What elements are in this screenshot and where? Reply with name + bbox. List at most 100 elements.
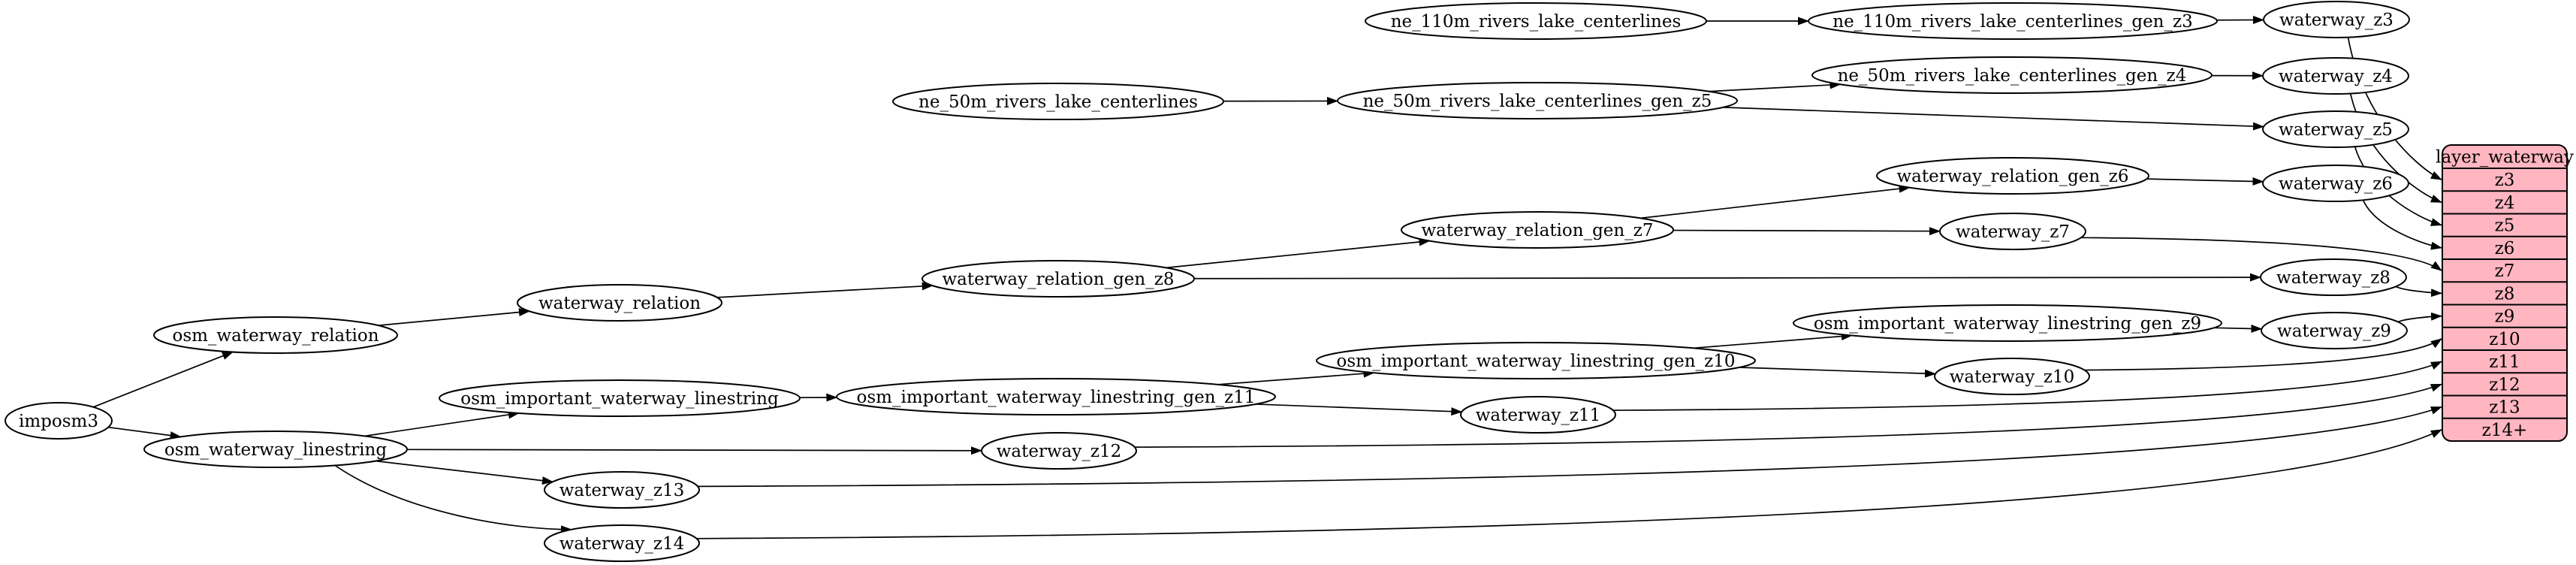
edge-waterway_relation_gen_z7-to-waterway_relation_gen_z6 — [1640, 184, 1911, 219]
table-row-z8: z8 — [2495, 284, 2515, 304]
node-label-waterway_z12: waterway_z12 — [997, 442, 1122, 461]
node-ellipse-ne_50m_rivers_lake_centerlines — [892, 83, 1224, 120]
node-ellipse-osm_important_waterway_linestring_gen_z9 — [1793, 304, 2222, 342]
node-label-ne_110m_rivers_lake_centerlines: ne_110m_rivers_lake_centerlines — [1391, 12, 1682, 32]
node-label-waterway_z8: waterway_z8 — [2276, 268, 2390, 288]
edge-waterway_relation_gen_z8-to-waterway_z8 — [1193, 273, 2261, 282]
node-ellipse-waterway_z3 — [2263, 1, 2410, 38]
node-ellipse-waterway_z11 — [1460, 396, 1616, 434]
edge-imposm3-to-osm_waterway_relation — [92, 351, 234, 408]
node-label-osm_waterway_linestring: osm_waterway_linestring — [164, 440, 387, 460]
node-label-waterway_z13: waterway_z13 — [560, 481, 685, 500]
edge-osm_waterway_linestring-to-waterway_z12 — [406, 446, 982, 455]
node-label-waterway_z9: waterway_z9 — [2277, 322, 2391, 341]
edge-waterway_z11-to-layer_waterway-z11 — [1612, 361, 2442, 411]
node-label-waterway_relation_gen_z6: waterway_relation_gen_z6 — [1897, 167, 2129, 186]
graph-node-ne_50m_rivers_lake_centerlines_gen_z5: ne_50m_rivers_lake_centerlines_gen_z5 — [1337, 82, 1738, 119]
graph-node-osm_important_waterway_linestring_gen_z10: osm_important_waterway_linestring_gen_z1… — [1316, 342, 1756, 379]
graph-node-waterway_z9: waterway_z9 — [2261, 312, 2408, 349]
node-ellipse-ne_110m_rivers_lake_centerlines — [1365, 2, 1707, 40]
node-ellipse-waterway_relation_gen_z6 — [1876, 157, 2149, 195]
edge-waterway_relation-to-waterway_relation_gen_z8 — [716, 282, 934, 298]
graph-node-waterway_z3: waterway_z3 — [2263, 1, 2410, 38]
node-ellipse-osm_waterway_relation — [153, 316, 398, 354]
edge-osm_important_waterway_linestring_gen_z11-to-waterway_z11 — [1255, 403, 1463, 416]
edge-osm_waterway_linestring-to-waterway_z13 — [375, 460, 554, 485]
table-title: layer_waterway — [2436, 148, 2574, 168]
edge-ne_50m_rivers_lake_centerlines_gen_z5-to-ne_50m_rivers_lake_centerlines_gen_z4 — [1709, 80, 1842, 92]
table-row-z3: z3 — [2495, 171, 2515, 190]
node-ellipse-waterway_z7 — [1939, 213, 2086, 250]
graph-node-waterway_z6: waterway_z6 — [2262, 165, 2409, 202]
edge-waterway_relation_gen_z6-to-waterway_z6 — [2146, 177, 2264, 186]
edge-imposm3-to-osm_waterway_linestring — [108, 426, 182, 440]
graph-node-waterway_relation_gen_z7: waterway_relation_gen_z7 — [1401, 211, 1674, 249]
edge-osm_important_waterway_linestring_gen_z10-to-osm_important_waterway_linestring_gen_z9 — [1693, 332, 1853, 349]
edge-osm_important_waterway_linestring_gen_z11-to-osm_important_waterway_linestring_gen_z10 — [1217, 369, 1375, 385]
graph-node-osm_important_waterway_linestring: osm_important_waterway_linestring — [439, 379, 801, 417]
node-layer: imposm3 osm_waterway_relation osm_waterway… — [5, 1, 2410, 562]
table-row-z5: z5 — [2495, 216, 2515, 236]
node-label-waterway_relation_gen_z7: waterway_relation_gen_z7 — [1422, 221, 1654, 240]
edge-waterway_z8-to-layer_waterway-z8 — [2395, 286, 2442, 298]
node-label-osm_important_waterway_linestring_gen_z10: osm_important_waterway_linestring_gen_z1… — [1337, 352, 1736, 371]
edge-layer — [92, 16, 2442, 539]
graph-node-imposm3: imposm3 — [5, 402, 113, 440]
node-ellipse-waterway_z12 — [981, 432, 1137, 470]
node-ellipse-ne_50m_rivers_lake_centerlines_gen_z4 — [1811, 56, 2213, 94]
node-ellipse-waterway_z6 — [2262, 165, 2409, 202]
edge-osm_important_waterway_linestring_gen_z10-to-waterway_z10 — [1739, 367, 1937, 378]
graph-node-waterway_relation_gen_z8: waterway_relation_gen_z8 — [922, 260, 1195, 298]
node-ellipse-waterway_z13 — [544, 471, 700, 509]
table-row-z6: z6 — [2495, 239, 2515, 258]
table-row-z11: z11 — [2489, 352, 2520, 372]
edge-waterway_relation_gen_z8-to-waterway_relation_gen_z7 — [1166, 237, 1431, 269]
graph-node-osm_important_waterway_linestring_gen_z9: osm_important_waterway_linestring_gen_z9 — [1793, 304, 2222, 342]
edge-waterway_z12-to-layer_waterway-z12 — [1134, 383, 2442, 448]
table-row-z13: z13 — [2489, 398, 2520, 418]
node-label-imposm3: imposm3 — [19, 412, 98, 431]
node-label-osm_important_waterway_linestring_gen_z9: osm_important_waterway_linestring_gen_z9 — [1814, 314, 2201, 334]
graph-node-waterway_z13: waterway_z13 — [544, 471, 700, 509]
node-label-waterway_z10: waterway_z10 — [1950, 367, 2075, 387]
node-ellipse-waterway_relation_gen_z7 — [1401, 211, 1674, 249]
table-body — [2442, 144, 2568, 442]
node-label-waterway_z11: waterway_z11 — [1476, 406, 1601, 425]
edge-ne_50m_rivers_lake_centerlines_gen_z5-to-waterway_z5 — [1723, 106, 2264, 131]
node-label-waterway_relation_gen_z8: waterway_relation_gen_z8 — [943, 270, 1175, 289]
edge-osm_waterway_linestring-to-waterway_z14 — [334, 464, 572, 534]
table-layer-waterway: layer_waterwayz3z4z5z6z7z8z9z10z11z12z13… — [2436, 144, 2574, 442]
edge-osm_waterway_relation-to-waterway_relation — [378, 308, 530, 326]
node-label-waterway_z4: waterway_z4 — [2279, 67, 2393, 86]
table-row-z10: z10 — [2489, 330, 2520, 349]
edge-waterway_z10-to-layer_waterway-z10 — [2084, 338, 2442, 371]
graph-node-osm_waterway_relation: osm_waterway_relation — [153, 316, 398, 354]
table-row-z7: z7 — [2495, 261, 2515, 281]
graph-node-waterway_z8: waterway_z8 — [2260, 258, 2407, 296]
edge-waterway_z6-to-layer_waterway-z6 — [2362, 199, 2442, 250]
node-label-ne_50m_rivers_lake_centerlines_gen_z5: ne_50m_rivers_lake_centerlines_gen_z5 — [1363, 92, 1712, 111]
node-ellipse-waterway_z8 — [2260, 258, 2407, 296]
node-ellipse-ne_50m_rivers_lake_centerlines_gen_z5 — [1337, 82, 1738, 119]
graph-node-waterway_z7: waterway_z7 — [1939, 213, 2086, 250]
node-ellipse-osm_important_waterway_linestring_gen_z10 — [1316, 342, 1756, 379]
node-label-ne_50m_rivers_lake_centerlines_gen_z4: ne_50m_rivers_lake_centerlines_gen_z4 — [1838, 66, 2187, 86]
graph-node-waterway_z5: waterway_z5 — [2262, 110, 2409, 148]
node-label-waterway_z7: waterway_z7 — [1956, 222, 2070, 242]
node-label-osm_important_waterway_linestring_gen_z11: osm_important_waterway_linestring_gen_z1… — [857, 388, 1256, 407]
graph-node-waterway_z12: waterway_z12 — [981, 432, 1137, 470]
graph-node-waterway_z10: waterway_z10 — [1934, 358, 2090, 395]
graph-node-waterway_z11: waterway_z11 — [1460, 396, 1616, 434]
node-label-waterway_z5: waterway_z5 — [2279, 120, 2393, 140]
node-label-ne_110m_rivers_lake_centerlines_gen_z3: ne_110m_rivers_lake_centerlines_gen_z3 — [1832, 12, 2193, 32]
graph-node-ne_110m_rivers_lake_centerlines_gen_z3: ne_110m_rivers_lake_centerlines_gen_z3 — [1808, 2, 2218, 40]
graph-node-ne_50m_rivers_lake_centerlines: ne_50m_rivers_lake_centerlines — [892, 83, 1224, 120]
node-label-osm_important_waterway_linestring: osm_important_waterway_linestring — [460, 389, 779, 409]
node-ellipse-waterway_relation_gen_z8 — [922, 260, 1195, 298]
node-ellipse-osm_waterway_linestring — [143, 431, 408, 468]
node-label-waterway_z6: waterway_z6 — [2279, 174, 2393, 194]
node-label-waterway_relation: waterway_relation — [538, 294, 701, 313]
graph-node-osm_waterway_linestring: osm_waterway_linestring — [143, 431, 408, 468]
